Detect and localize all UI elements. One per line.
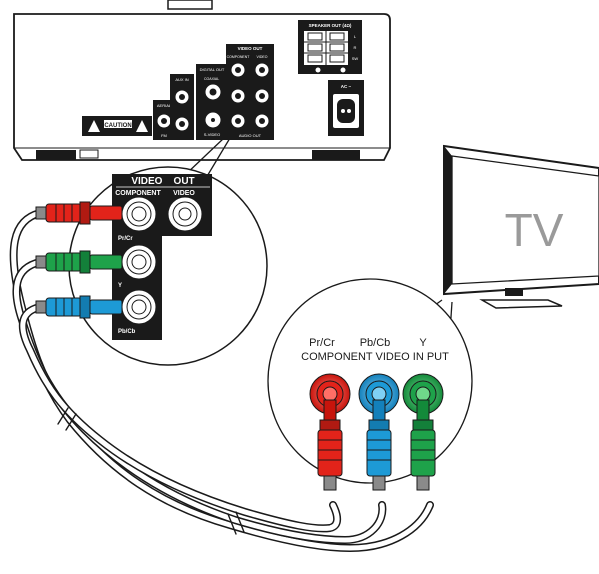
audio-out-label: AUDIO OUT xyxy=(239,133,262,138)
video-label-small: VIDEO xyxy=(257,55,268,59)
aux-in-jacks: AUX IN xyxy=(170,74,194,140)
input-pb-cb-label: Pb/Cb xyxy=(360,337,391,349)
speaker-out-terminals: SPEAKER OUT (4Ω) L R SW xyxy=(298,20,362,74)
aerial-fm-jack: AERIAL FM xyxy=(153,100,175,140)
av-cable-bundle xyxy=(9,209,434,553)
input-component-video-label: COMPONENT VIDEO IN PUT xyxy=(301,351,449,363)
coaxial-label: COAXIAL xyxy=(204,77,219,81)
input-y-label: Y xyxy=(419,337,427,349)
zoom-y-label: Y xyxy=(118,283,122,289)
zoom-pb-cb-label: Pb/Cb xyxy=(118,329,136,335)
spk-l-label: L xyxy=(354,34,357,39)
tv-set: TV xyxy=(443,144,599,309)
aux-in-label: AUX IN xyxy=(175,77,188,82)
caution-text: CAUTION xyxy=(104,123,131,129)
video-out-label-small: VIDEO OUT xyxy=(238,46,263,51)
rca-plug-red-in xyxy=(317,399,343,491)
rca-plug-green-in xyxy=(410,399,436,491)
hometheater-unit: CAUTION AERIAL FM AUX IN DIGITAL OUT COA… xyxy=(13,0,391,161)
zoom-pr-cr-label: Pr/Cr xyxy=(118,236,133,242)
svideo-label: S-VIDEO xyxy=(204,132,220,137)
zoom-component-label: COMPONENT xyxy=(115,190,161,197)
ac-power-inlet: AC ~ xyxy=(328,80,364,136)
digital-out-label: DIGITAL OUT xyxy=(200,67,225,72)
zoom-video-out-label: VIDEO OUT xyxy=(131,176,194,187)
rca-plug-blue-in xyxy=(366,399,392,491)
caution-label: CAUTION xyxy=(82,116,152,136)
spk-r-label: R xyxy=(354,45,357,50)
fm-label: FM xyxy=(161,133,167,138)
rca-plug-red-out xyxy=(35,201,123,225)
digital-out-jacks: DIGITAL OUT COAXIAL S-VIDEO xyxy=(196,64,228,140)
aerial-label: AERIAL xyxy=(157,103,172,108)
rca-plug-green-out xyxy=(35,250,123,274)
ac-label: AC ~ xyxy=(341,84,352,89)
zoom-video-label: VIDEO xyxy=(173,190,195,197)
video-out-jacks-small: VIDEO OUT COMPONENT VIDEO AUDIO OUT xyxy=(226,44,274,140)
input-pr-cr-label: Pr/Cr xyxy=(309,337,335,349)
tv-label: TV xyxy=(505,204,564,256)
speaker-out-label: SPEAKER OUT (4Ω) xyxy=(309,23,352,28)
zoom-pointer-line-right xyxy=(205,137,231,179)
spk-sw-label: SW xyxy=(352,56,359,61)
rca-plug-blue-out xyxy=(35,295,123,319)
component-label-small: COMPONENT xyxy=(227,55,251,59)
